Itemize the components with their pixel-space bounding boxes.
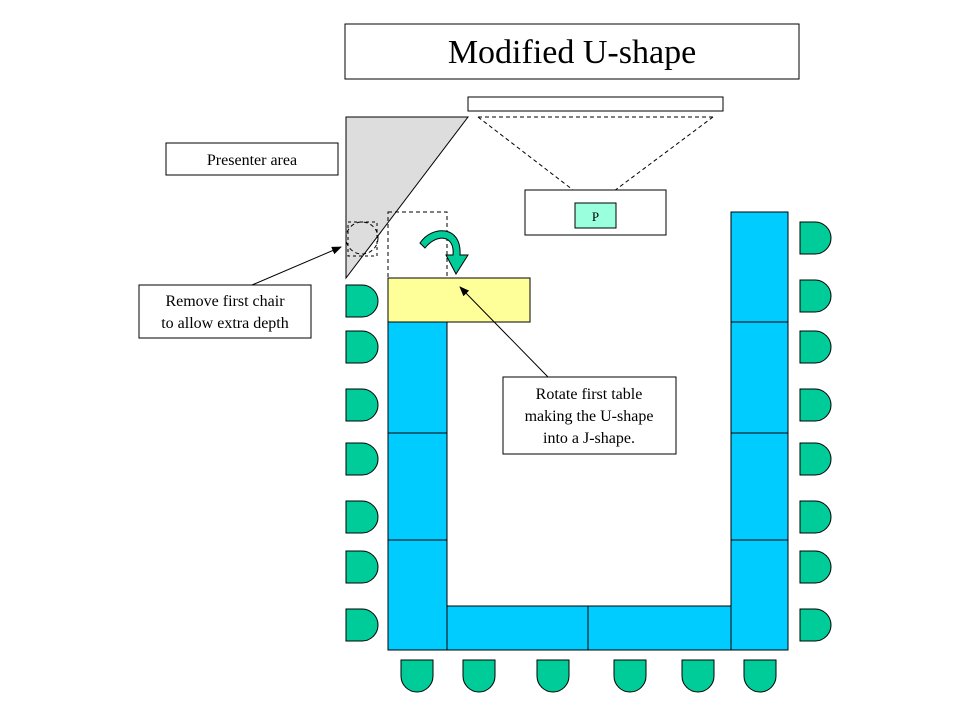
table-bottom-2 [587, 605, 732, 651]
chair-left-1 [345, 284, 379, 318]
remove-chair-text-2: to allow extra depth [161, 315, 289, 332]
chair-right-5 [799, 442, 832, 476]
table-right-3 [730, 321, 789, 434]
chair-bottom-6 [743, 659, 777, 693]
chair-left-6 [345, 550, 379, 584]
chair-right-2 [799, 279, 832, 313]
chair-bottom-4 [613, 659, 647, 693]
projector-label: P [592, 209, 599, 224]
rotate-table-callout: Rotate first table making the U-shape in… [502, 376, 677, 455]
removed-chair-box [347, 221, 378, 257]
chair-left-4 [345, 442, 379, 476]
rotate-table-text-3: into a J-shape. [543, 430, 635, 447]
chair-bottom-3 [536, 659, 570, 693]
chair-bottom-2 [462, 659, 496, 693]
chair-right-1 [799, 221, 832, 255]
chair-right-6 [799, 500, 832, 534]
rotate-table-text-1: Rotate first table [536, 386, 643, 403]
page-title: Modified U-shape [448, 34, 696, 71]
table-left-2 [387, 432, 448, 541]
table-right-1 [730, 539, 789, 651]
chair-left-5 [345, 500, 379, 534]
rotated-table [387, 277, 531, 323]
remove-chair-callout: Remove first chair to allow extra depth [138, 284, 312, 339]
chair-left-2 [345, 330, 379, 364]
rotate-table-text-2: making the U-shape [525, 408, 654, 425]
table-group [387, 211, 789, 651]
table-right-2 [730, 432, 789, 541]
chair-bottom-5 [681, 659, 715, 693]
chair-right-3 [799, 330, 832, 364]
chair-left-3 [345, 388, 379, 422]
title-box: Modified U-shape [344, 23, 800, 80]
chair-bottom-1 [400, 659, 434, 693]
chair-right-7 [799, 550, 832, 584]
table-right-4 [730, 211, 789, 323]
projection-beam [477, 116, 714, 204]
remove-chair-pointer [251, 246, 342, 286]
projector: P [574, 202, 617, 229]
table-left-1 [387, 321, 448, 434]
chair-right-8 [799, 608, 832, 642]
remove-chair-text-1: Remove first chair [165, 293, 285, 310]
removed-chair-outline [345, 221, 379, 255]
chair-right-4 [799, 388, 832, 422]
chair-left-7 [345, 608, 379, 642]
chair-group [345, 221, 832, 693]
presenter-area-label: Presenter area [207, 152, 297, 169]
rotation-arrow-icon [419, 230, 469, 275]
table-bottom-1 [446, 605, 589, 651]
presenter-area-label-box: Presenter area [165, 142, 339, 176]
rotate-table-pointer [459, 286, 549, 378]
table-left-3 [387, 539, 448, 651]
projection-screen [467, 96, 724, 112]
